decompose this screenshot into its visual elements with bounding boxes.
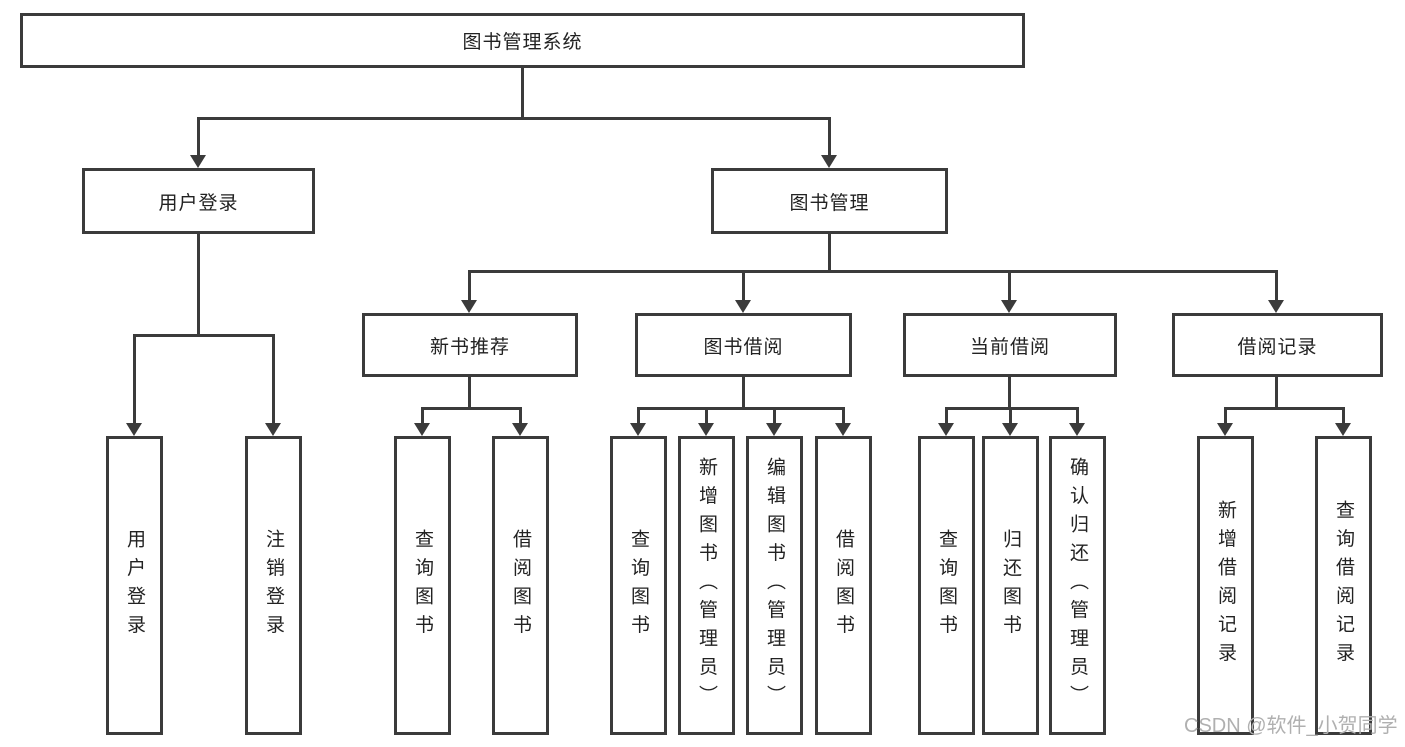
- node-leaf-borrow-book-a: 借阅图书: [492, 436, 549, 735]
- arrowhead-return-book-icon: [1002, 423, 1018, 436]
- arrowhead-borrow-book-b-icon: [835, 423, 851, 436]
- node-leaf-return-book: 归还图书: [982, 436, 1039, 735]
- connector-drop-return-book: [1009, 407, 1012, 425]
- node-leaf-add-borrow-record: 新增借阅记录: [1197, 436, 1254, 735]
- connector-current-borrow-crossbar: [945, 407, 1079, 410]
- node-leaf-borrow-book-b: 借阅图书: [815, 436, 872, 735]
- arrowhead-add-record-icon: [1217, 423, 1233, 436]
- connector-user-login-crossbar: [133, 334, 275, 337]
- arrowhead-user-login-icon: [190, 155, 206, 168]
- arrowhead-add-book-icon: [698, 423, 714, 436]
- node-user-login: 用户登录: [82, 168, 315, 234]
- node-current-borrowing: 当前借阅: [903, 313, 1117, 377]
- connector-new-book-stem: [468, 377, 471, 410]
- connector-drop-borrow-book-b: [842, 407, 845, 425]
- node-book-borrowing: 图书借阅: [635, 313, 852, 377]
- arrowhead-query-book-a-icon: [414, 423, 430, 436]
- node-borrowing-records: 借阅记录: [1172, 313, 1383, 377]
- connector-drop-book-mgmt: [828, 117, 831, 157]
- connector-book-mgmt-stem: [828, 234, 831, 273]
- arrowhead-borrow-record-icon: [1268, 300, 1284, 313]
- connector-drop-borrow-record: [1275, 270, 1278, 303]
- connector-drop-current-borrow: [1008, 270, 1011, 303]
- node-leaf-edit-book-admin: 编辑图书（管理员）: [746, 436, 803, 735]
- arrowhead-confirm-return-icon: [1069, 423, 1085, 436]
- arrowhead-book-mgmt-icon: [821, 155, 837, 168]
- connector-drop-query-book-c: [945, 407, 948, 425]
- node-leaf-confirm-return-admin: 确认归还（管理员）: [1049, 436, 1106, 735]
- connector-book-borrow-stem: [742, 377, 745, 410]
- arrowhead-borrow-book-a-icon: [512, 423, 528, 436]
- connector-drop-borrow-book-a: [519, 407, 522, 425]
- connector-drop-add-record: [1224, 407, 1227, 425]
- connector-drop-query-book-a: [421, 407, 424, 425]
- node-leaf-user-login: 用户登录: [106, 436, 163, 735]
- node-root-library-system: 图书管理系统: [20, 13, 1025, 68]
- csdn-watermark: CSDN @软件_小贺同学: [1184, 715, 1398, 737]
- connector-new-book-crossbar: [421, 407, 522, 410]
- connector-drop-user-login: [197, 117, 200, 157]
- arrowhead-query-book-b-icon: [630, 423, 646, 436]
- connector-book-borrow-crossbar: [637, 407, 845, 410]
- arrowhead-leaf-user-login-icon: [126, 423, 142, 436]
- connector-drop-query-book-b: [637, 407, 640, 425]
- node-leaf-add-book-admin: 新增图书（管理员）: [678, 436, 735, 735]
- arrowhead-current-borrow-icon: [1001, 300, 1017, 313]
- connector-root-stem: [521, 68, 524, 120]
- connector-drop-confirm-return: [1076, 407, 1079, 425]
- node-new-book-recommend: 新书推荐: [362, 313, 578, 377]
- arrowhead-leaf-logout-icon: [265, 423, 281, 436]
- connector-current-borrow-stem: [1008, 377, 1011, 410]
- connector-drop-book-borrow: [742, 270, 745, 303]
- connector-book-mgmt-crossbar: [468, 270, 1278, 273]
- connector-borrow-record-stem: [1275, 377, 1278, 410]
- connector-borrow-record-crossbar: [1224, 407, 1345, 410]
- node-leaf-query-book-a: 查询图书: [394, 436, 451, 735]
- connector-root-crossbar: [197, 117, 831, 120]
- arrowhead-query-record-icon: [1335, 423, 1351, 436]
- node-leaf-query-book-b: 查询图书: [610, 436, 667, 735]
- arrowhead-book-borrow-icon: [735, 300, 751, 313]
- connector-drop-new-book-rec: [468, 270, 471, 303]
- connector-user-login-stem: [197, 234, 200, 337]
- arrowhead-new-book-rec-icon: [461, 300, 477, 313]
- connector-drop-query-record: [1342, 407, 1345, 425]
- arrowhead-query-book-c-icon: [938, 423, 954, 436]
- connector-drop-add-book: [705, 407, 708, 425]
- connector-drop-leaf-logout: [272, 334, 275, 425]
- connector-drop-edit-book: [773, 407, 776, 425]
- node-book-management: 图书管理: [711, 168, 948, 234]
- node-leaf-logout: 注销登录: [245, 436, 302, 735]
- node-leaf-query-borrow-record: 查询借阅记录: [1315, 436, 1372, 735]
- arrowhead-edit-book-icon: [766, 423, 782, 436]
- connector-drop-leaf-user-login: [133, 334, 136, 425]
- node-leaf-query-book-c: 查询图书: [918, 436, 975, 735]
